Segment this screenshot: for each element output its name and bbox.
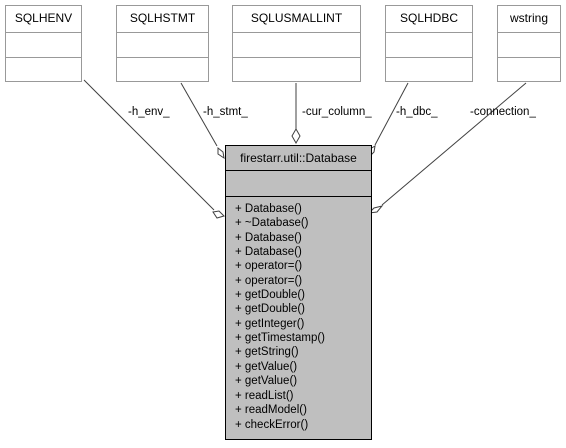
class-wstring-title: wstring — [509, 11, 548, 25]
edge-connection: -connection_ — [367, 82, 536, 214]
class-sqlhenv-title: SQLHENV — [15, 11, 72, 25]
class-sqlhdbc-title: SQLHDBC — [400, 11, 458, 25]
method-list: + Database() + ~Database() + Database() … — [235, 203, 325, 431]
edge-h-dbc-label: -h_dbc_ — [396, 106, 438, 118]
class-sqlhstmt-title: SQLHSTMT — [130, 11, 196, 25]
class-sqlhdbc[interactable]: SQLHDBC — [385, 5, 473, 82]
aggregation-diamond — [367, 205, 384, 214]
class-database[interactable]: firestarr.util::Database + Database() + … — [225, 145, 372, 440]
edge-connection-label: -connection_ — [470, 106, 536, 118]
method-item: + checkError() — [235, 419, 308, 431]
method-item: + readModel() — [235, 404, 307, 416]
class-database-title: firestarr.util::Database — [240, 151, 357, 165]
edge-h-env: -h_env_ — [83, 79, 225, 219]
method-item: + getDouble() — [235, 303, 305, 315]
edge-cur-column-label: -cur_column_ — [302, 106, 372, 118]
edge-cur-column: -cur_column_ — [291, 83, 372, 145]
method-item: + getInteger() — [235, 318, 305, 330]
class-wstring[interactable]: wstring — [497, 5, 561, 82]
method-item: + getValue() — [235, 361, 297, 373]
method-item: + ~Database() — [235, 217, 309, 229]
method-item: + getDouble() — [235, 289, 305, 301]
aggregation-diamond — [217, 146, 225, 160]
method-item: + Database() — [235, 232, 302, 244]
method-item: + Database() — [235, 203, 302, 215]
class-sqlhenv[interactable]: SQLHENV — [5, 5, 82, 82]
method-item: + getTimestamp() — [235, 332, 325, 344]
method-item: + operator=() — [235, 260, 302, 272]
method-item: + Database() — [235, 246, 302, 258]
edge-h-stmt-label: -h_stmt_ — [203, 106, 248, 118]
edge-h-env-label: -h_env_ — [128, 106, 170, 118]
aggregation-diamond — [291, 127, 301, 145]
class-sqlusmallint[interactable]: SQLUSMALLINT — [232, 5, 361, 82]
class-sqlusmallint-title: SQLUSMALLINT — [251, 11, 343, 25]
method-item: + getString() — [235, 346, 299, 358]
aggregation-diamond — [212, 210, 225, 219]
edge-h-dbc: -h_dbc_ — [368, 82, 438, 159]
method-item: + readList() — [235, 390, 294, 402]
class-sqlhstmt[interactable]: SQLHSTMT — [116, 5, 209, 82]
edge-h-stmt: -h_stmt_ — [180, 82, 248, 160]
method-item: + getValue() — [235, 375, 297, 387]
method-item: + operator=() — [235, 275, 302, 287]
